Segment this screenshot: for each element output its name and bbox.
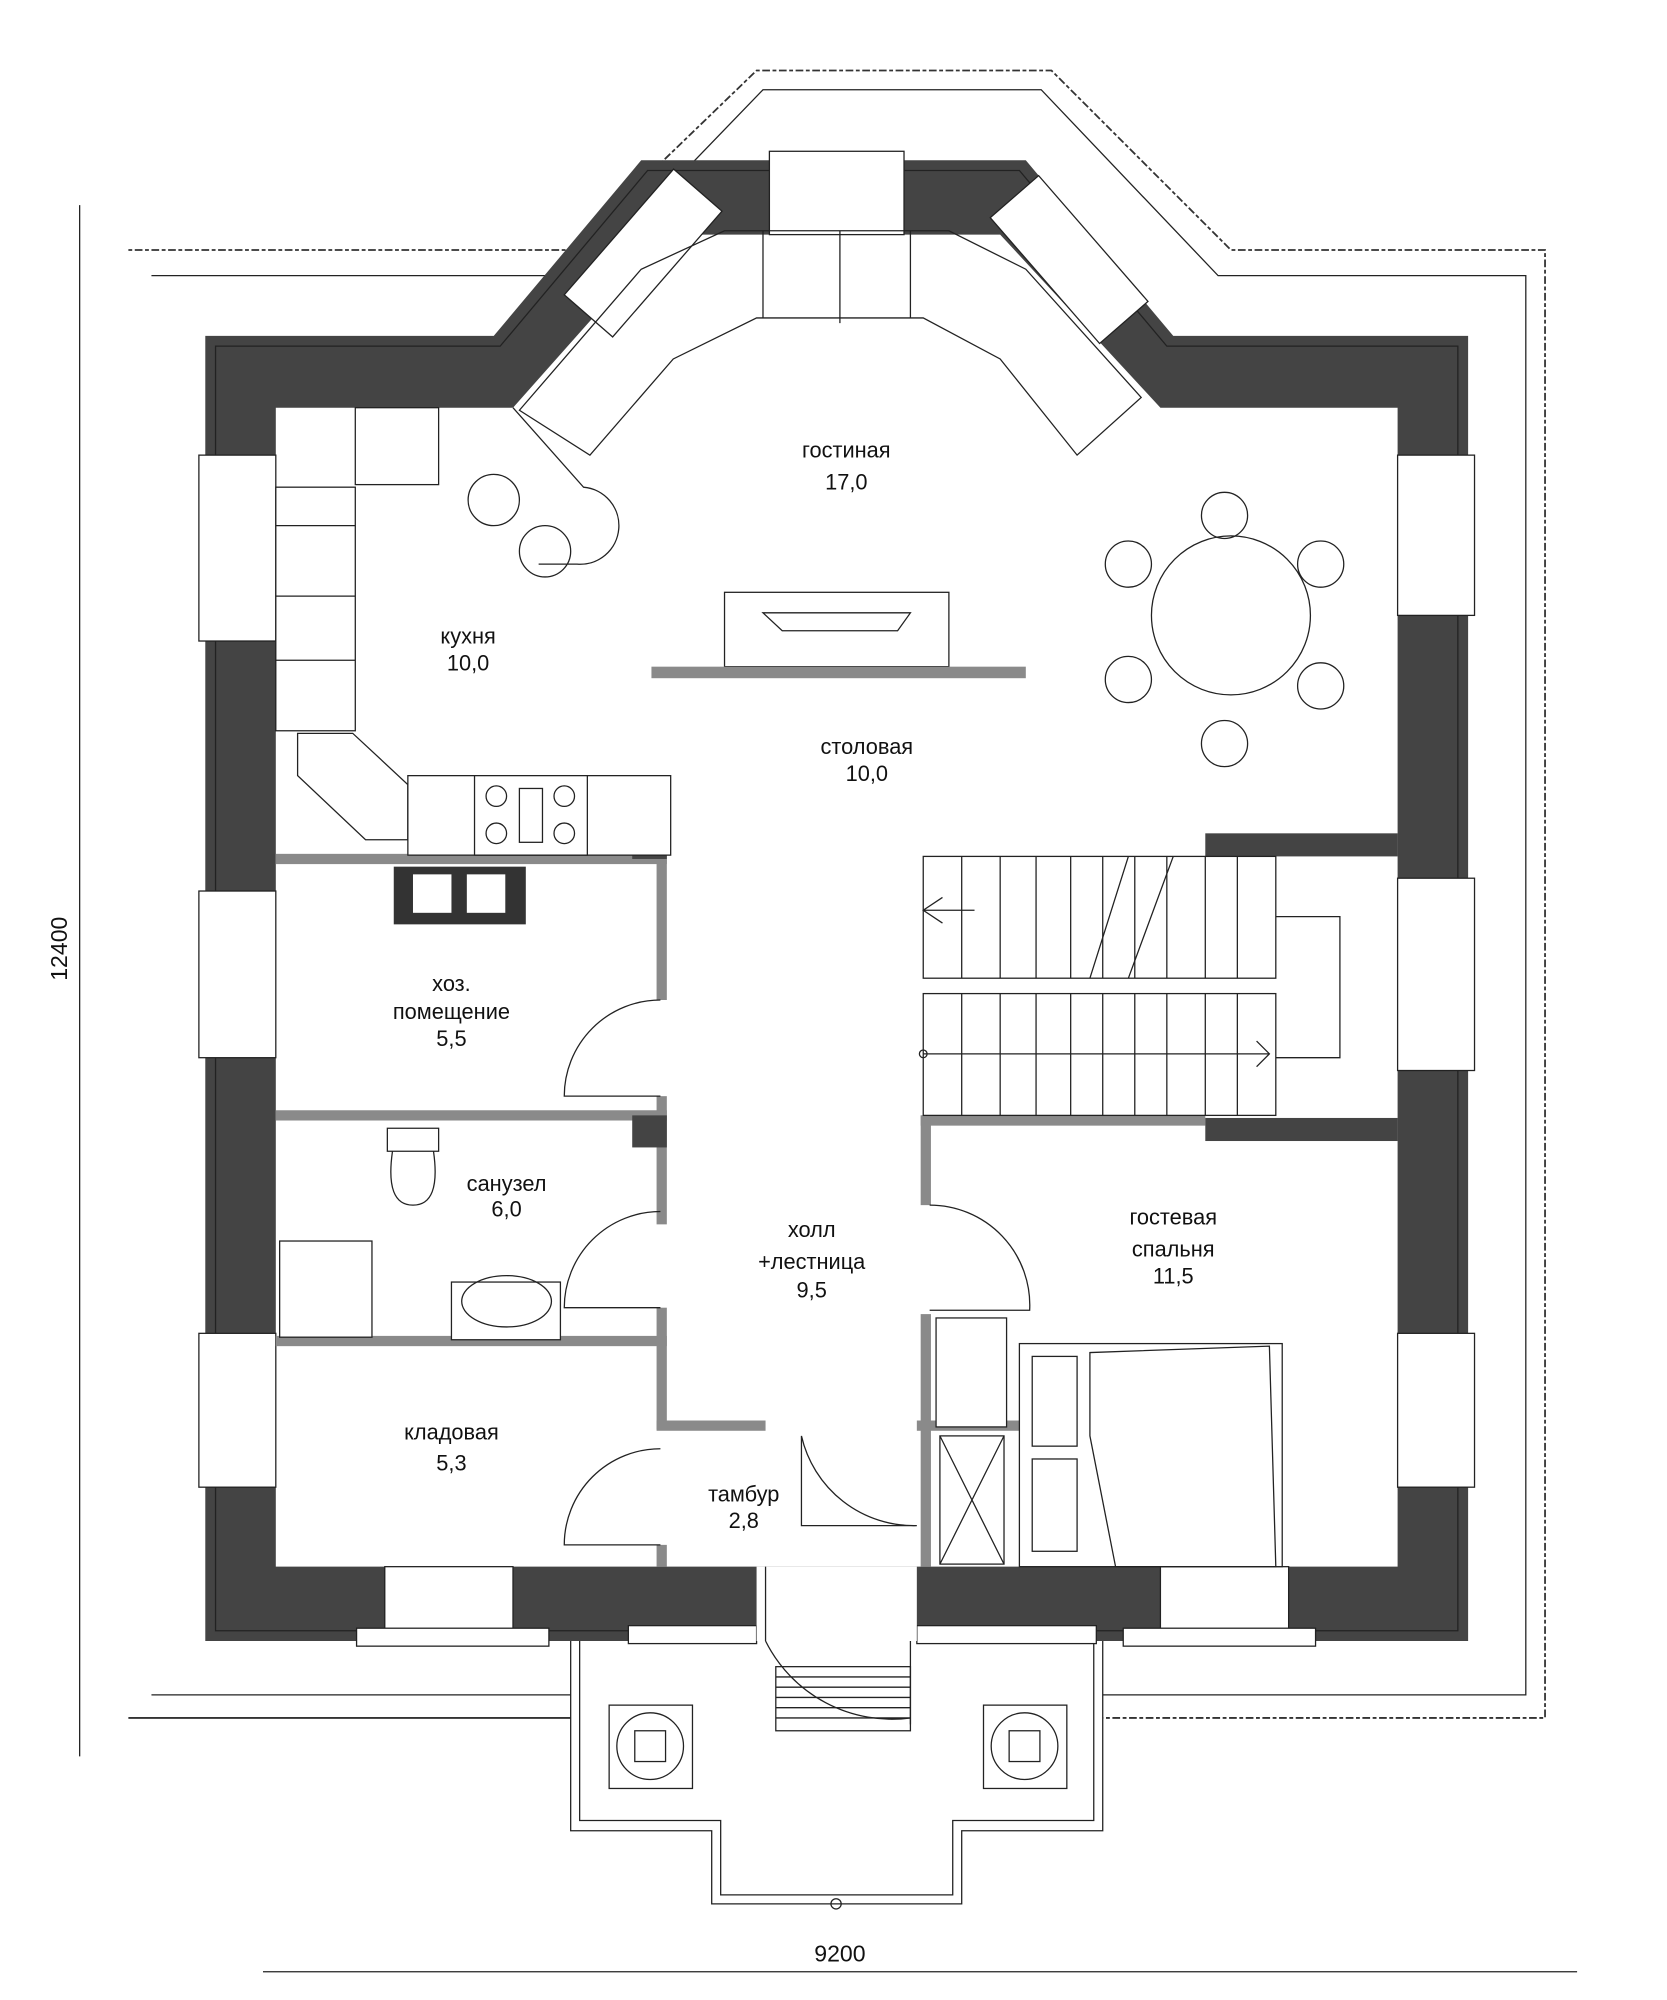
window [198,1332,277,1488]
dining-table [1104,491,1345,768]
window [198,890,277,1059]
room-dining-area: 10,0 [846,761,888,786]
dimension-height: 12400 [46,205,81,1757]
room-dining-name: столовая [821,734,914,759]
dimension-width-label: 9200 [814,1941,865,1967]
vestibule-door[interactable] [800,1435,917,1527]
windows [198,150,1476,1647]
bedroom-door[interactable] [929,1204,1031,1311]
dimension-height-label: 12400 [46,917,72,981]
interior-doors [563,999,1031,1546]
kitchen-furniture [275,407,672,925]
porch-steps [775,1666,912,1732]
room-guest-bedroom-area: 11,5 [1153,1263,1194,1288]
room-utility-name-2: помещение [393,999,510,1024]
toilet [386,1127,440,1206]
room-vestibule-area: 2,8 [729,1508,759,1533]
window [1396,454,1476,617]
entrance-door[interactable] [764,1566,912,1725]
room-labels: гостиная 17,0 кухня 10,0 столовая 10,0 х… [393,438,1217,1534]
room-living-area: 17,0 [825,470,867,495]
room-hall-name-1: холл [788,1217,836,1242]
room-kitchen-area: 10,0 [447,651,489,676]
column-right [982,1704,1068,1790]
room-living-name: гостиная [802,438,891,463]
window [198,454,277,642]
utility-door[interactable] [563,999,661,1097]
porch [570,1641,1104,1910]
room-utility-area: 5,5 [436,1026,466,1051]
room-guest-bedroom-name-1: гостевая [1129,1204,1217,1229]
room-hall-name-2: +лестница [758,1249,866,1274]
storage-door[interactable] [563,1448,661,1546]
staircase[interactable] [918,855,1341,1117]
window [1396,1332,1476,1488]
entry-marker [830,1898,842,1910]
fireplace [651,591,1026,679]
bathroom-fixtures [279,1127,562,1341]
bar-counter [512,407,620,565]
shower [279,1240,373,1338]
bed [1018,1342,1283,1568]
room-bathroom-name: санузел [467,1171,547,1196]
window [563,168,723,338]
room-hall-area: 9,5 [797,1277,827,1302]
bathroom-door[interactable] [563,1210,661,1309]
washbasin [450,1281,562,1341]
dimension-width: 9200 [262,1941,1578,1973]
window [1396,877,1476,1072]
room-vestibule-name: тамбур [708,1481,779,1506]
room-storage-name: кладовая [404,1420,499,1445]
entrance-door-opening[interactable] [756,1566,917,1642]
window [768,150,905,236]
sink [296,732,409,841]
wardrobe [935,1317,1008,1565]
room-kitchen-name: кухня [440,624,495,649]
room-bathroom-area: 6,0 [491,1197,521,1222]
room-storage-area: 5,3 [436,1451,466,1476]
window [989,174,1149,345]
room-guest-bedroom-name-2: спальня [1132,1236,1215,1261]
column-left [608,1704,694,1790]
sofa [518,230,1143,457]
room-utility-name-1: хоз. [432,971,471,996]
